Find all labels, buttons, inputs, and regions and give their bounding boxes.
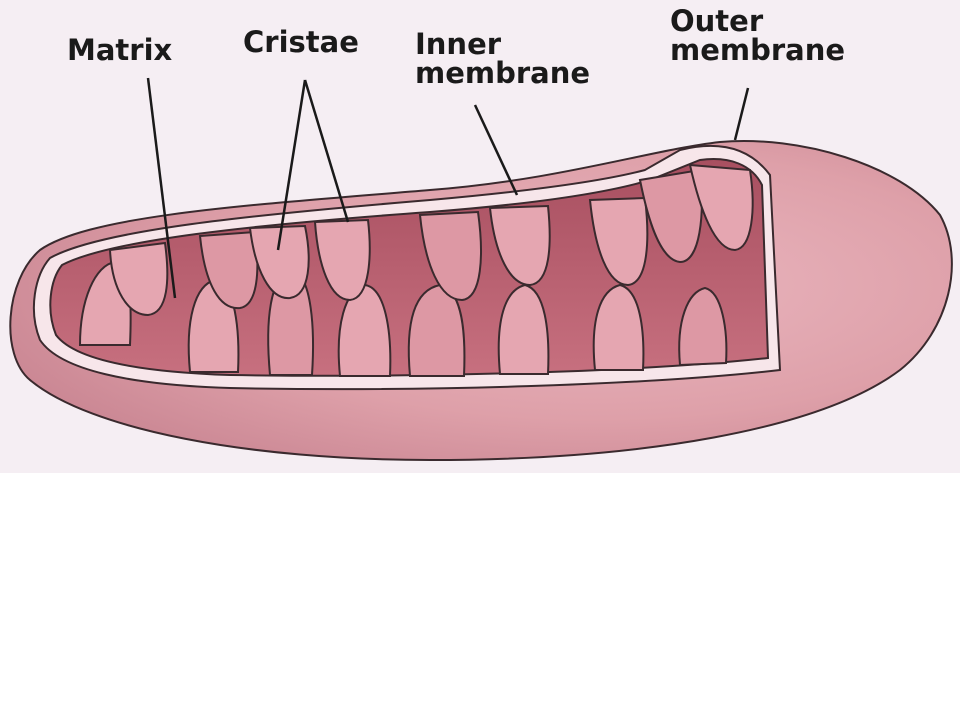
outer-membrane-label: Outer membrane [670, 7, 845, 65]
inner-membrane-pointer [473, 104, 519, 196]
outer-membrane-label-line-1: Outer [670, 4, 764, 38]
outer-membrane-pointer [733, 87, 750, 141]
cristae-label-line-1: Cristae [243, 25, 359, 59]
inner-membrane-label-line-1: Inner [415, 27, 502, 61]
matrix-pointer [146, 77, 177, 299]
cristae-pointer-left [276, 79, 307, 251]
outer-membrane-label-line-2: membrane [670, 33, 846, 67]
pointer-lines [146, 77, 750, 299]
inner-membrane-label-line-2: membrane [415, 56, 591, 90]
mitochondrion-diagram: Matrix Cristae Inner membrane Outer memb… [0, 0, 960, 473]
cristae-folds-top [108, 163, 754, 317]
mitochondrion-illustration [9, 77, 953, 462]
matrix-label: Matrix [67, 36, 172, 65]
inner-membrane-label: Inner membrane [415, 30, 590, 88]
cristae-pointer-right [303, 79, 350, 223]
cristae-label: Cristae [243, 28, 359, 57]
matrix-label-line-1: Matrix [67, 33, 173, 67]
